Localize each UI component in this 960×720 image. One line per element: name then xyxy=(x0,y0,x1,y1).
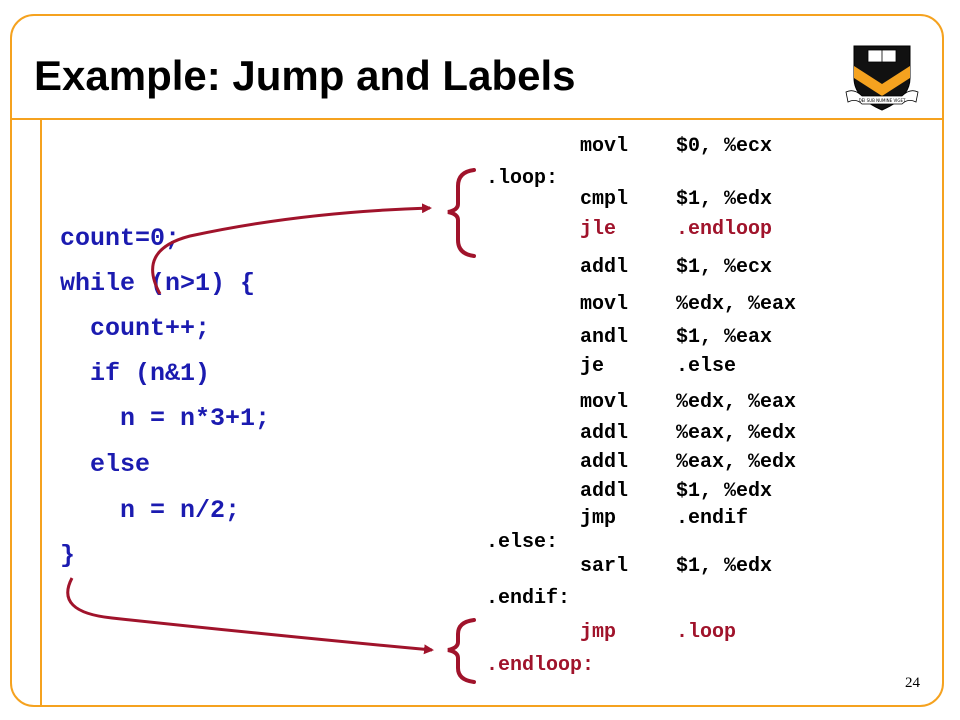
asm-op-8: movl xyxy=(580,391,629,414)
asm-arg-12: .endif xyxy=(676,507,749,530)
c-line-1: count=0; xyxy=(60,224,181,253)
title-divider xyxy=(10,118,944,120)
c-line-3: count++; xyxy=(60,314,211,343)
asm-arg-10: %eax, %edx xyxy=(676,451,797,474)
asm-arg-8: %edx, %eax xyxy=(676,391,797,414)
motto-text: DEI SUB NUMINE VIGET xyxy=(859,98,906,103)
asm-arg-11: $1, %edx xyxy=(676,480,773,503)
c-line-7: n = n/2; xyxy=(60,496,241,525)
asm-arg-14: $1, %edx xyxy=(676,555,773,578)
asm-arg-6: $1, %eax xyxy=(676,326,773,349)
left-divider xyxy=(40,118,42,707)
asm-arg-3: .endloop xyxy=(676,218,773,241)
asm-op-14: sarl xyxy=(580,555,629,578)
page-number: 24 xyxy=(905,675,920,691)
asm-label-endloop: .endloop: xyxy=(486,654,595,677)
asm-arg-0: $0, %ecx xyxy=(676,135,773,158)
asm-label-loop: .loop: xyxy=(486,167,559,190)
slide-frame xyxy=(10,14,944,707)
slide-title: Example: Jump and Labels xyxy=(34,52,576,99)
asm-label-endif: .endif: xyxy=(486,587,571,610)
asm-arg-4: $1, %ecx xyxy=(676,256,773,279)
asm-op-11: addl xyxy=(580,480,629,503)
asm-op-7: je xyxy=(580,355,605,378)
shield-chevron xyxy=(854,66,910,96)
c-line-8: } xyxy=(60,541,76,570)
asm-arg-16: .loop xyxy=(676,621,737,644)
asm-op-12: jmp xyxy=(580,507,617,530)
asm-op-5: movl xyxy=(580,293,629,316)
asm-op-3: jle xyxy=(580,218,617,241)
c-line-4: if (n&1) xyxy=(60,359,211,388)
asm-op-0: movl xyxy=(580,135,629,158)
asm-op-10: addl xyxy=(580,451,629,474)
c-line-2: while (n>1) { xyxy=(60,269,256,298)
asm-op-16: jmp xyxy=(580,621,617,644)
asm-op-6: andl xyxy=(580,326,629,349)
asm-op-9: addl xyxy=(580,422,629,445)
asm-arg-7: .else xyxy=(676,355,737,378)
c-line-5: n = n*3+1; xyxy=(60,404,271,433)
asm-label-else: .else: xyxy=(486,531,559,554)
c-line-6: else xyxy=(60,450,151,479)
asm-arg-2: $1, %edx xyxy=(676,188,773,211)
asm-arg-9: %eax, %edx xyxy=(676,422,797,445)
asm-op-4: addl xyxy=(580,256,629,279)
asm-arg-5: %edx, %eax xyxy=(676,293,797,316)
shield-scroll xyxy=(845,90,919,105)
princeton-shield-icon: DEI SUB NUMINE VIGET xyxy=(845,45,919,111)
asm-op-2: cmpl xyxy=(580,188,629,211)
